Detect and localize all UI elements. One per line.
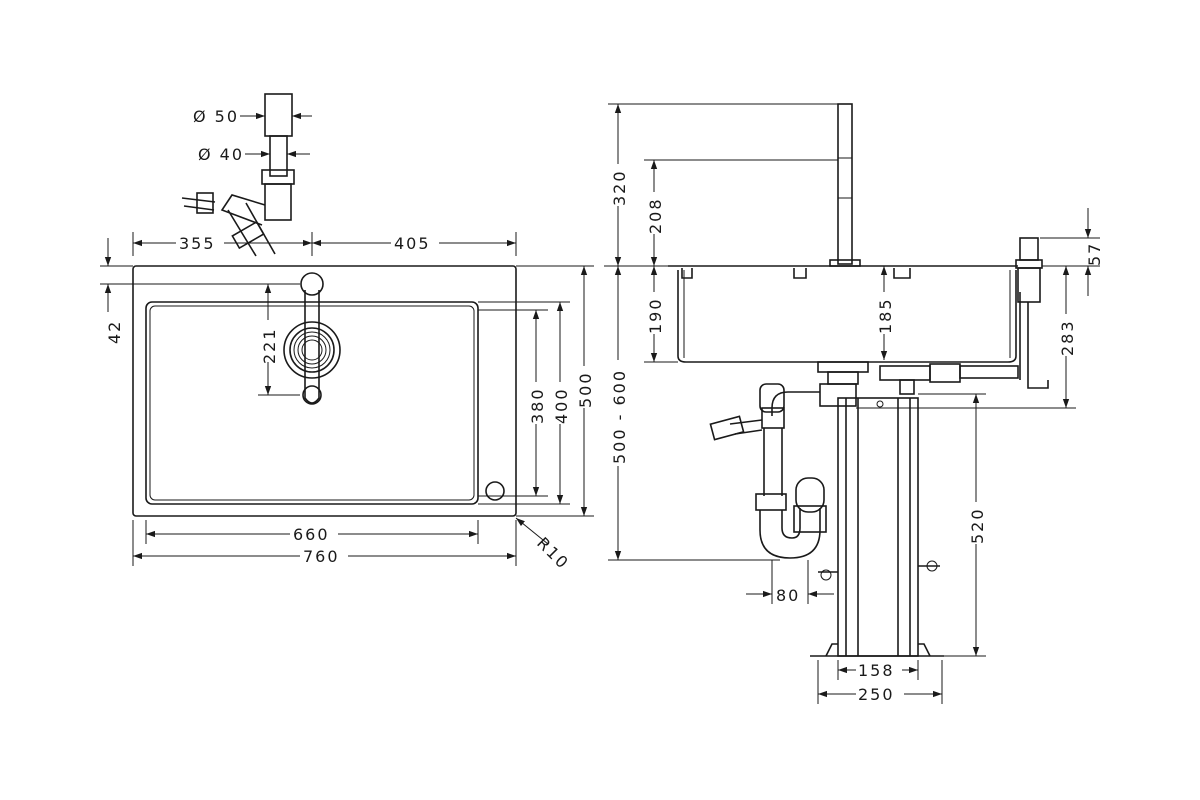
- dim-trap-height: 520: [968, 507, 987, 544]
- dim-tap-to-bowl: 221: [260, 327, 279, 364]
- dim-stand-width: 250: [858, 685, 895, 704]
- soap-dispenser-icon: [1015, 237, 1049, 389]
- dim-bowl-width: 660: [293, 525, 330, 544]
- drain-strainer-icon: [283, 321, 341, 379]
- dim-trap-offset: 80: [776, 586, 800, 605]
- dim-diameter-50: Ø 50: [193, 107, 239, 126]
- dim-cabinet-depth: 500 - 600: [610, 369, 629, 464]
- dim-tap-height-spout: 208: [646, 197, 665, 234]
- dim-bowl-height: 190: [646, 297, 665, 334]
- sink-outline: [132, 265, 517, 517]
- dim-bowl-inner-depth: 380: [528, 387, 547, 424]
- dim-dispenser-depth: 283: [1058, 319, 1077, 356]
- bowl-side: [677, 270, 1017, 363]
- dim-stand-inner-width: 158: [858, 661, 895, 680]
- dim-corner-radius: R10: [533, 533, 573, 573]
- dim-bowl-inner-height: 185: [876, 297, 895, 334]
- dim-tap-offset-left: 355: [179, 234, 216, 253]
- top-view: Ø 50 Ø 40 355 405 42 221: [100, 93, 595, 573]
- dim-dispenser-top: 57: [1085, 242, 1104, 266]
- bowl-inner-outline: [149, 305, 475, 501]
- dim-tap-offset-right: 405: [394, 234, 431, 253]
- bowl-outline: [145, 301, 479, 505]
- dim-sink-depth: 500: [576, 371, 595, 408]
- dim-bowl-depth: 400: [552, 387, 571, 424]
- siphon-trap-icon: [709, 383, 857, 559]
- dim-tap-edge: 42: [105, 320, 124, 344]
- dim-tap-height-total: 320: [610, 169, 629, 206]
- sink-stand: [810, 397, 944, 657]
- side-view: 320 208 190 185 500 - 600 57 283 520: [604, 103, 1104, 704]
- overflow-hole: [485, 481, 505, 501]
- drain-assembly-icon: [817, 361, 1019, 395]
- tap-icon: [300, 272, 324, 405]
- tap-side-icon: [829, 103, 861, 267]
- dim-diameter-40: Ø 40: [198, 145, 244, 164]
- dim-sink-width: 760: [303, 547, 340, 566]
- mounting-clips: [681, 268, 911, 279]
